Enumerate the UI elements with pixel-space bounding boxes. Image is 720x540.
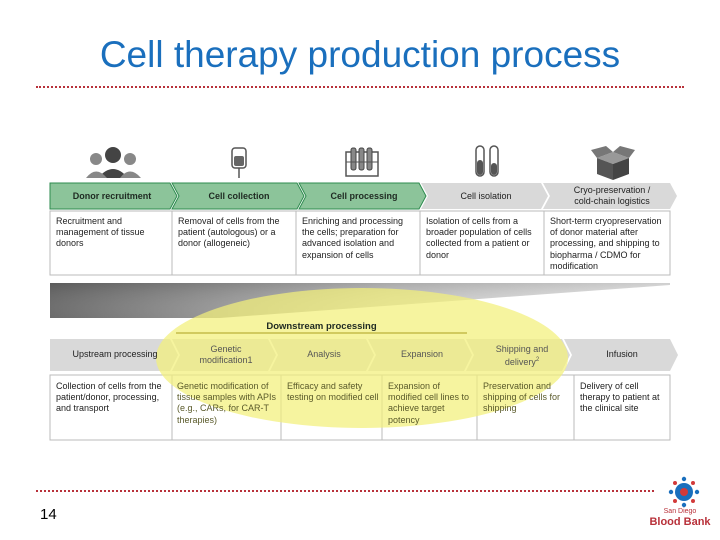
- logo-line1: San Diego: [663, 508, 697, 515]
- desc-genetic-modification: Genetic modification of tissue samples w…: [177, 381, 277, 425]
- footer-divider: [36, 490, 654, 492]
- desc-cryo-preservation: Short-term cryopreservation of donor mat…: [550, 216, 662, 271]
- desc-shipping: Preservation and shipping of cells for s…: [483, 381, 561, 414]
- open-box-icon: [591, 146, 635, 180]
- test-tubes-rack-icon: [345, 147, 379, 177]
- page-number: 14: [40, 506, 57, 523]
- chevron-cell-isolation: [421, 183, 548, 209]
- chevron-upstream-processing: [50, 339, 178, 371]
- step-label-cell-isolation: Cell isolation: [460, 191, 512, 201]
- step-label-cell-collection: Cell collection: [208, 191, 270, 201]
- blood-bank-logo: San Diego Blood Bank: [640, 508, 720, 528]
- desc-analysis: Efficacy and safety testing on modified …: [287, 381, 379, 403]
- title-divider: [36, 86, 684, 88]
- desc-cell-collection: Removal of cells from the patient (autol…: [178, 216, 280, 249]
- desc-cell-isolation: Isolation of cells from a broader popula…: [426, 216, 532, 260]
- downstream-processing-label: Downstream processing: [266, 321, 377, 332]
- chevron-cell-collection: [171, 182, 305, 210]
- step-label-shipping: Shipping and delivery2: [474, 344, 570, 368]
- step-label-genetic-modification: Genetic modification1: [199, 344, 253, 365]
- chevron-infusion: [564, 339, 678, 371]
- downstream-highlight: [156, 288, 568, 428]
- desc-upstream-processing: Collection of cells from the patient/don…: [56, 381, 162, 414]
- step-label-analysis: Analysis: [307, 349, 341, 359]
- step-label-infusion: Infusion: [606, 349, 638, 359]
- blood-bag-icon: [231, 147, 247, 178]
- step-label-upstream-processing: Upstream processing: [72, 349, 158, 359]
- vials-icon: [475, 145, 499, 177]
- slide-title: Cell therapy production process: [99, 34, 621, 75]
- step-label-donor-recruitment: Donor recruitment: [72, 191, 152, 201]
- chevron-donor-recruitment: [49, 182, 178, 210]
- desc-infusion: Delivery of cell therapy to patient at t…: [580, 381, 660, 414]
- top-description-table: [49, 210, 671, 276]
- step-label-shipping-text: Shipping and delivery: [495, 344, 549, 367]
- desc-donor-recruitment: Recruitment and management of tissue don…: [56, 216, 145, 249]
- chevron-cryo-preservation: [543, 183, 677, 209]
- step-label-cell-processing: Cell processing: [330, 191, 398, 201]
- footnote-marker: 2: [535, 357, 540, 363]
- top-chevrons: [49, 182, 677, 210]
- desc-expansion: Expansion of modified cell lines to achi…: [388, 381, 470, 425]
- logo-line2: Blood Bank: [649, 516, 711, 528]
- desc-cell-processing: Enriching and processing the cells; prep…: [302, 216, 404, 260]
- chevron-cell-processing: [298, 182, 427, 210]
- blood-bank-logo-icon: [668, 476, 700, 508]
- step-label-cryo-preservation: Cryo-preservation / cold-chain logistics: [573, 185, 651, 206]
- step-label-expansion: Expansion: [400, 349, 444, 359]
- people-icon: [86, 147, 141, 178]
